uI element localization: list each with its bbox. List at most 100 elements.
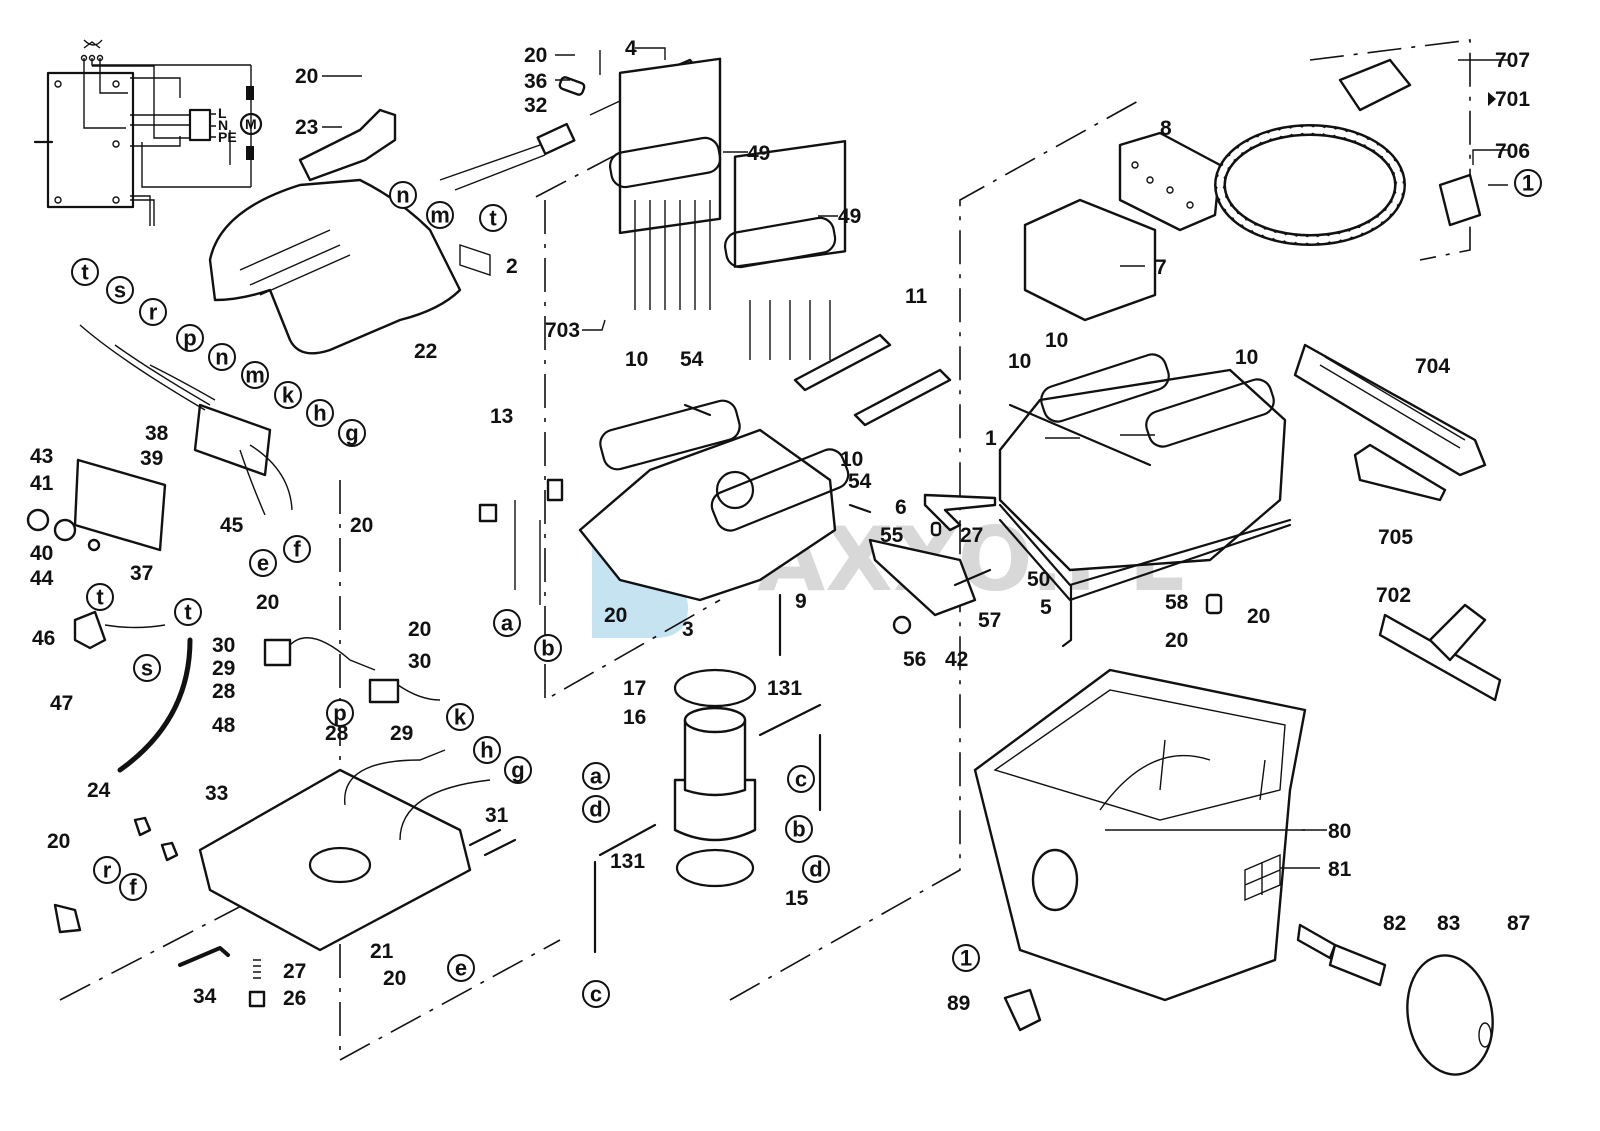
label-81: 81: [1328, 858, 1352, 881]
label-703: 703: [545, 319, 580, 342]
label-15: 15: [785, 887, 809, 910]
marker-n: p: [326, 699, 354, 727]
marker-1: 1: [952, 944, 980, 972]
label-49: 49: [838, 205, 861, 228]
label-9: 9: [795, 590, 807, 613]
marker-e: e: [447, 954, 475, 982]
label-20: 20: [295, 65, 318, 88]
label-10: 10: [1235, 346, 1258, 369]
marker-j: k: [446, 703, 474, 731]
label-37: 37: [130, 562, 153, 585]
label-22: 22: [414, 340, 437, 363]
marker-p: r: [139, 298, 167, 326]
label-17: 17: [623, 677, 646, 700]
label-49: 49: [747, 142, 770, 165]
svg-text:t: t: [489, 206, 497, 231]
marker-k: m: [241, 361, 269, 389]
label-82: 82: [1383, 912, 1406, 935]
svg-text:k: k: [454, 705, 467, 730]
label-10: 10: [1008, 350, 1031, 373]
label-45: 45: [220, 514, 244, 537]
svg-text:1: 1: [960, 946, 972, 971]
marker-s: t: [86, 583, 114, 611]
label-34: 34: [193, 985, 217, 1008]
label-24: 24: [87, 779, 111, 802]
marker-t: t: [479, 204, 507, 232]
label-43: 43: [30, 445, 53, 468]
marker-m: n: [208, 343, 236, 371]
svg-text:1: 1: [1522, 171, 1534, 196]
marker-a: a: [582, 762, 610, 790]
label-20: 20: [1247, 605, 1270, 628]
marker-g: g: [338, 419, 366, 447]
svg-text:f: f: [293, 537, 301, 562]
label-54: 54: [680, 348, 704, 371]
marker-f: f: [283, 535, 311, 563]
label-39: 39: [140, 447, 163, 470]
label-5: 5: [1040, 596, 1052, 619]
part-drawings: [26, 57, 1502, 1076]
label-28: 28: [212, 680, 236, 703]
label-706: 706: [1495, 140, 1530, 163]
label-28: 28: [325, 722, 349, 745]
leader-lines: [229, 47, 1508, 869]
label-44: 44: [30, 567, 54, 590]
svg-text:k: k: [282, 383, 295, 408]
label-55: 55: [880, 524, 904, 547]
part-labels: 20 23 20 36 32 4 49 49 2 22 703 11 10 54…: [30, 37, 1530, 1015]
marker-f: f: [119, 873, 147, 901]
label-83: 83: [1437, 912, 1460, 935]
label-20: 20: [604, 604, 627, 627]
label-38: 38: [145, 422, 169, 445]
marker-s: t: [71, 258, 99, 286]
marker-g: g: [504, 756, 532, 784]
label-30: 30: [212, 634, 235, 657]
label-13: 13: [490, 405, 513, 428]
terminal-label-l: L: [218, 105, 227, 121]
label-56: 56: [903, 648, 926, 671]
label-701: 701: [1495, 88, 1530, 111]
label-20: 20: [256, 591, 279, 614]
marker-c: c: [787, 765, 815, 793]
svg-text:d: d: [809, 857, 822, 882]
terminal-label-n: N: [218, 117, 228, 133]
label-10: 10: [1045, 329, 1068, 352]
label-27: 27: [960, 524, 983, 547]
svg-text:m: m: [430, 203, 450, 228]
label-20: 20: [524, 44, 547, 67]
marker-e: e: [249, 549, 277, 577]
label-20: 20: [408, 618, 431, 641]
label-30: 30: [408, 650, 431, 673]
label-16: 16: [623, 706, 646, 729]
svg-text:n: n: [396, 183, 409, 208]
marker-p: r: [93, 856, 121, 884]
marker-m: n: [389, 181, 417, 209]
svg-text:n: n: [215, 345, 228, 370]
marker-d: d: [802, 855, 830, 883]
label-42: 42: [945, 648, 968, 671]
label-57: 57: [978, 609, 1001, 632]
label-7: 7: [1155, 256, 1167, 279]
marker-h: h: [473, 736, 501, 764]
svg-text:c: c: [795, 767, 807, 792]
label-54: 54: [848, 470, 872, 493]
label-8: 8: [1160, 117, 1172, 140]
label-702: 702: [1376, 584, 1411, 607]
label-36: 36: [524, 70, 547, 93]
label-40: 40: [30, 542, 53, 565]
marker-b: b: [785, 815, 813, 843]
svg-text:b: b: [541, 636, 554, 661]
label-31: 31: [485, 804, 509, 827]
label-29: 29: [212, 657, 235, 680]
svg-text:s: s: [114, 278, 126, 303]
label-50: 50: [1027, 568, 1050, 591]
connection-markers: t s r p n m k h g e f n m t t t s p k h …: [71, 169, 1542, 1008]
label-47: 47: [50, 692, 73, 715]
svg-text:p: p: [333, 701, 346, 726]
svg-text:h: h: [480, 738, 493, 763]
label-20: 20: [383, 967, 406, 990]
svg-text:h: h: [313, 401, 326, 426]
svg-text:r: r: [103, 858, 112, 883]
svg-text:g: g: [511, 758, 524, 783]
label-10: 10: [840, 448, 863, 471]
